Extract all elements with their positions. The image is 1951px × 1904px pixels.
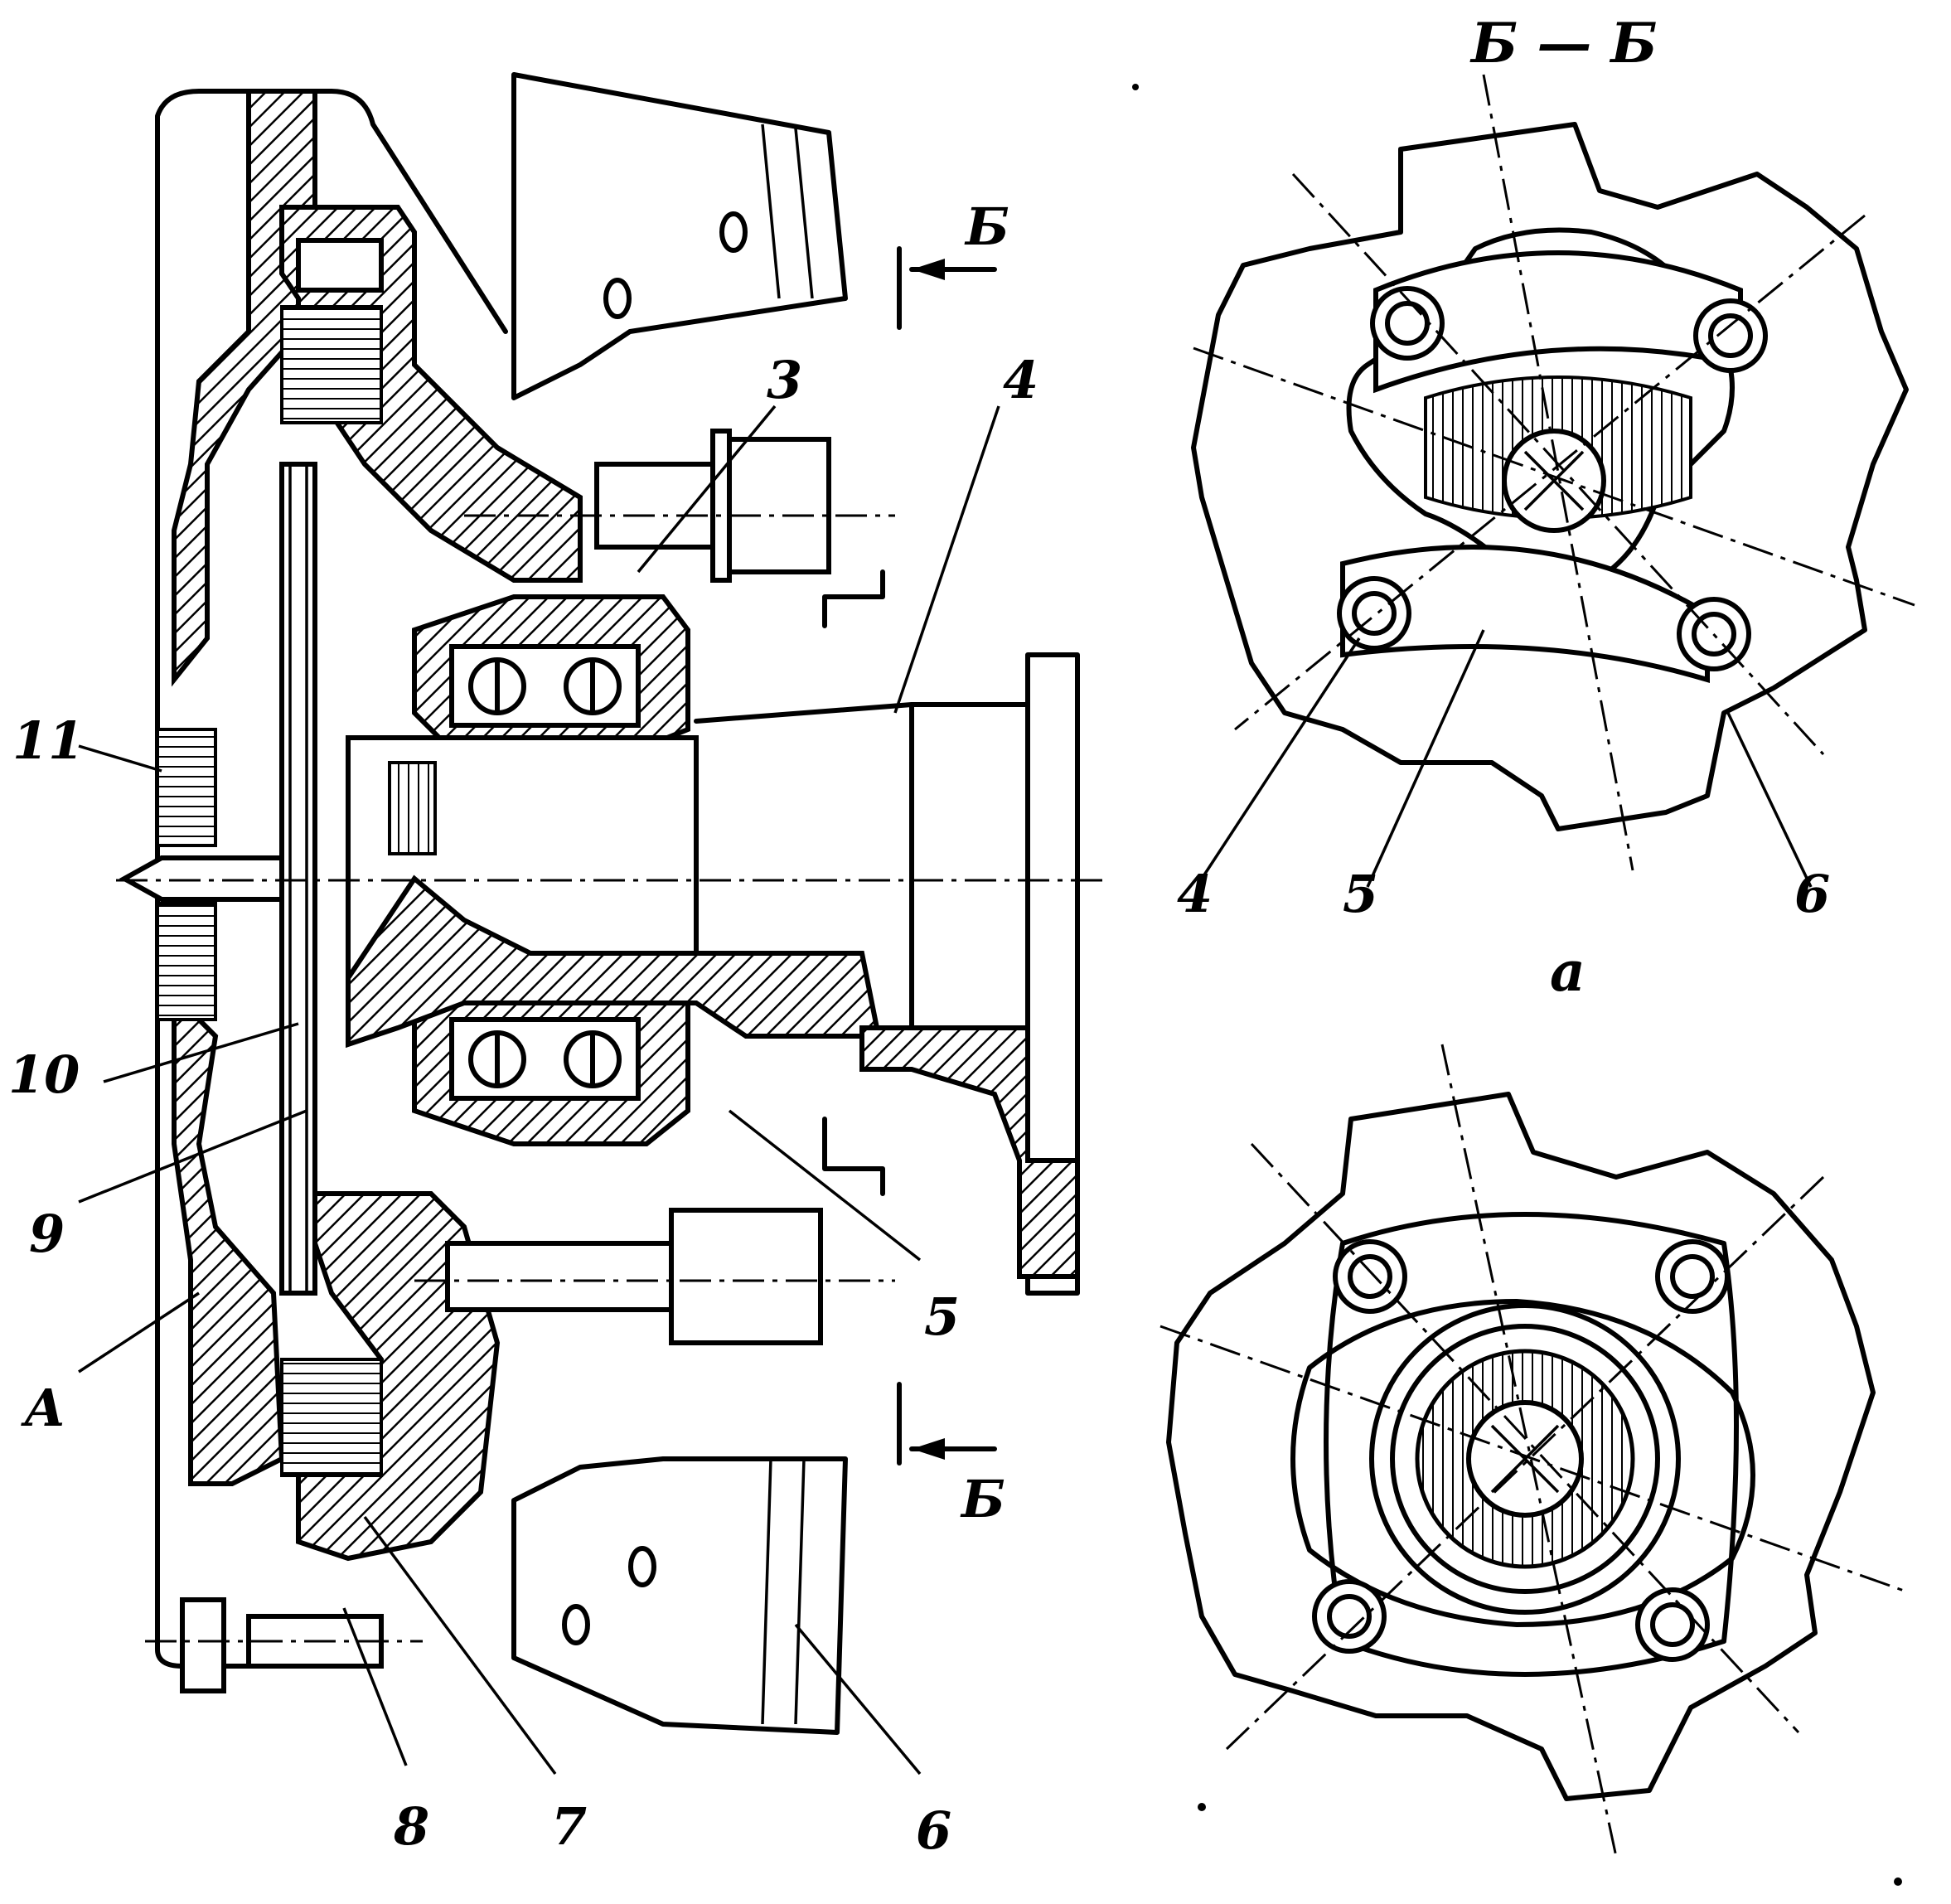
- housing-left-wall-lower: [172, 988, 285, 1486]
- scan-dot-2: [1198, 1803, 1206, 1811]
- blade-hole-2: [603, 278, 632, 319]
- label-section-arrow-top: Б: [964, 196, 1009, 257]
- label-a-housing: A: [21, 1378, 65, 1438]
- label-8: 8: [393, 1796, 429, 1857]
- label-7: 7: [551, 1796, 587, 1857]
- lower-fan-blade: [511, 1456, 848, 1735]
- ring-mid-b: [1390, 1324, 1660, 1594]
- bottom-screw: [180, 1597, 226, 1693]
- gear-outline-b: [1166, 1092, 1876, 1801]
- upper-bolt-head: [719, 437, 831, 574]
- label-11: 11: [12, 710, 84, 771]
- working-disc: [279, 462, 317, 1296]
- label-4: 4: [1003, 350, 1038, 410]
- section-view-b: [1159, 1044, 1907, 1858]
- disc-inner-line: [288, 463, 308, 1295]
- label-5: 5: [924, 1286, 960, 1347]
- scan-dot-3: [1894, 1877, 1902, 1886]
- valve-needle: [119, 855, 284, 902]
- label-6: 6: [916, 1800, 951, 1861]
- bolt-b1-in: [1348, 1254, 1392, 1299]
- plate-b: [1324, 1212, 1739, 1677]
- section-view-a: [1191, 74, 1915, 888]
- blade-hole-4: [562, 1604, 590, 1645]
- label-9: 9: [29, 1204, 65, 1264]
- label-10: 10: [8, 1044, 80, 1105]
- upper-spring: [280, 305, 383, 424]
- section-a-part-4: 4: [1177, 864, 1213, 924]
- scan-dot-1: [1132, 84, 1139, 90]
- spring-frame-b: [1290, 1299, 1755, 1627]
- view-a-label: a: [1550, 939, 1585, 1004]
- lower-bolt-shank: [445, 1241, 674, 1312]
- gear-outline-a: [1191, 122, 1909, 831]
- section-a-part-6: 6: [1794, 864, 1830, 924]
- label-section-arrow-bottom: Б: [960, 1469, 1005, 1529]
- shaft-splines: [388, 761, 437, 855]
- section-a-part-5: 5: [1343, 864, 1378, 924]
- main-section-view: [78, 72, 1111, 1776]
- lower-strap-a: [1340, 545, 1710, 684]
- top-screw: [296, 238, 384, 293]
- bolt-a2-in: [1708, 313, 1753, 358]
- section-bracket-top: [822, 569, 885, 628]
- section-title: Б — Б: [1469, 11, 1658, 75]
- flange-lower-section: [859, 1025, 1080, 1279]
- bolt-b3-in: [1327, 1594, 1372, 1639]
- bolt-a1-in: [1385, 301, 1430, 346]
- shaft-hub-lower: [346, 874, 882, 1049]
- blade-hole-1: [719, 211, 748, 253]
- left-upper-spring: [156, 728, 217, 847]
- upper-fan-blade: [511, 72, 848, 400]
- lower-bolt-head: [669, 1208, 823, 1345]
- blade-hole-3: [628, 1546, 656, 1587]
- bolt-b4-in: [1650, 1602, 1695, 1647]
- left-lower-spring: [156, 902, 217, 1021]
- label-3: 3: [767, 350, 802, 410]
- bolt-b2-in: [1670, 1254, 1715, 1299]
- upper-bolt-shank: [594, 462, 715, 550]
- section-bracket-bottom: [822, 1117, 885, 1196]
- lower-spring: [280, 1358, 383, 1477]
